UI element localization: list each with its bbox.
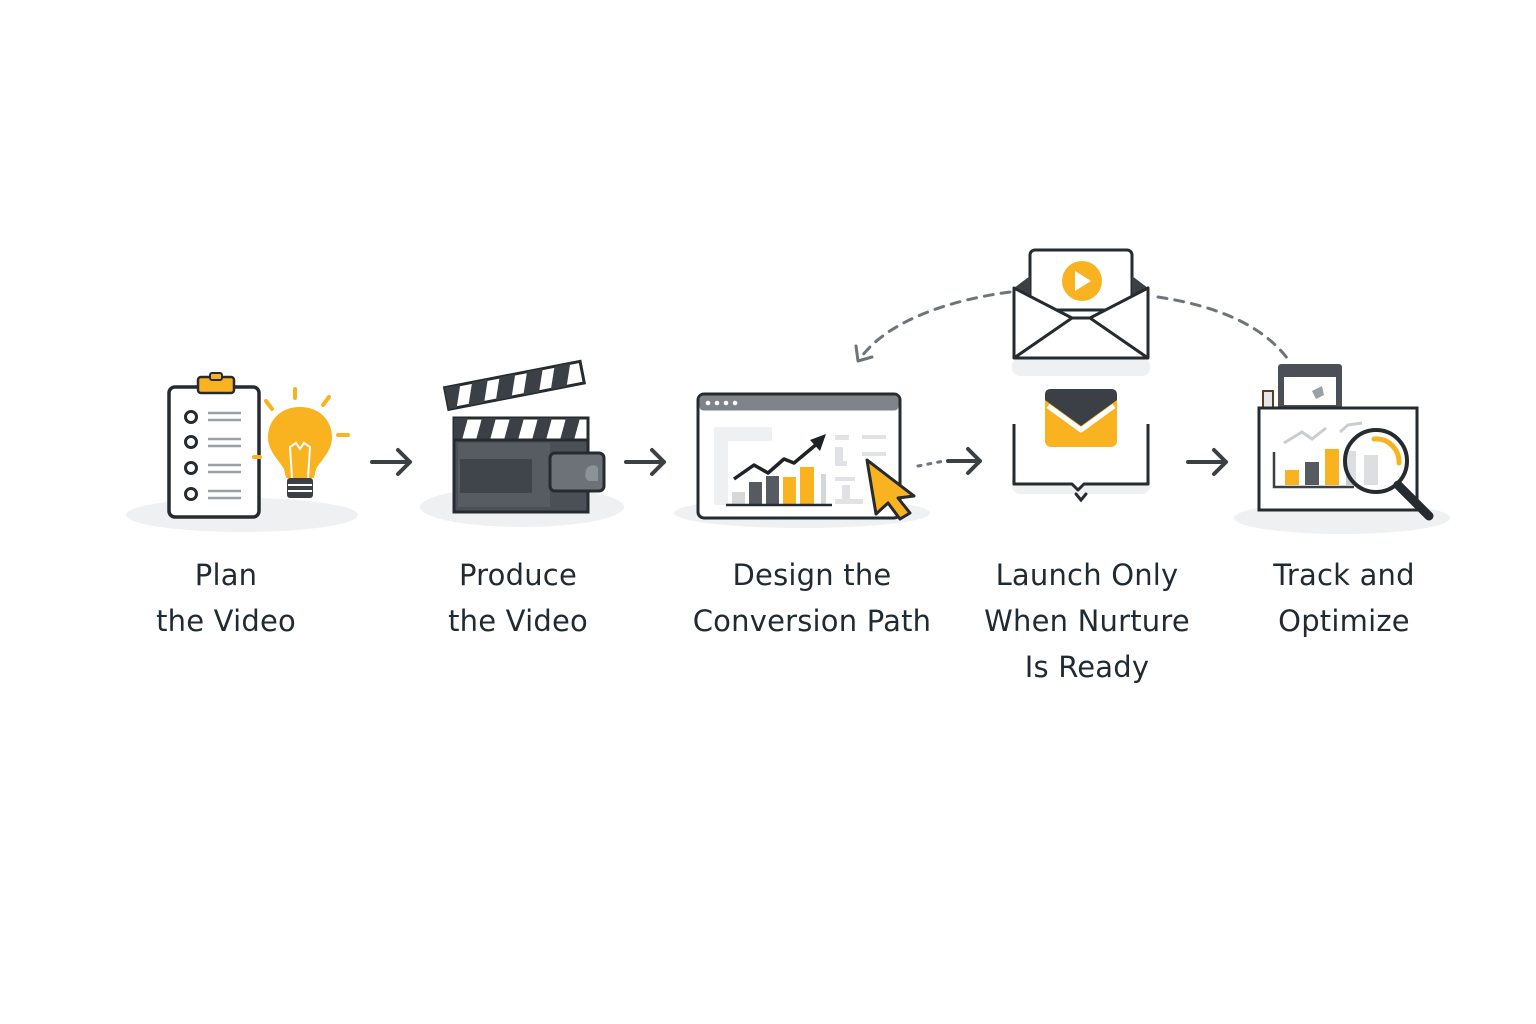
clipboard-lightbulb-icon <box>126 372 358 532</box>
flow-arrow-3 <box>916 447 982 475</box>
step-label-plan: Plan the Video <box>156 558 296 638</box>
email-nurture-icon <box>1012 389 1150 503</box>
feedback-curve-right <box>1156 295 1292 364</box>
chart-bars <box>732 467 826 505</box>
clapper-screen <box>460 459 532 493</box>
lightbulb-base <box>287 478 313 498</box>
clapperboard-icon <box>420 359 624 527</box>
trend-arrow <box>732 441 820 481</box>
flow-arrow-2 <box>624 448 666 476</box>
flow-arrow-1 <box>370 448 412 476</box>
video-email-icon <box>1012 248 1150 376</box>
browser-titlebar <box>699 395 899 411</box>
analytics-magnifier-icon <box>1234 364 1450 534</box>
browser-chart-cursor-icon <box>674 392 930 528</box>
cursor-pointer <box>865 458 916 521</box>
checklist-items <box>184 410 198 501</box>
play-triangle <box>1075 271 1091 291</box>
step-label-produce: Produce the Video <box>448 558 588 638</box>
lightbulb-rays <box>252 387 350 459</box>
step-label-launch: Launch Only When Nurture Is Ready <box>984 558 1190 684</box>
feedback-curve-left <box>860 290 1012 358</box>
flow-arrow-4 <box>1186 448 1228 476</box>
lightbulb-glass <box>268 407 332 478</box>
magnifier-handle <box>1393 480 1434 521</box>
clapper-top <box>442 359 587 412</box>
step-label-track: Track and Optimize <box>1273 558 1415 638</box>
icon-shadow <box>1012 358 1150 376</box>
step-label-design: Design the Conversion Path <box>692 558 932 638</box>
feedback-arrowhead <box>854 344 874 363</box>
lightbulb-filament <box>288 441 312 479</box>
clapper-tab <box>548 451 606 493</box>
checklist-lines <box>208 411 241 500</box>
